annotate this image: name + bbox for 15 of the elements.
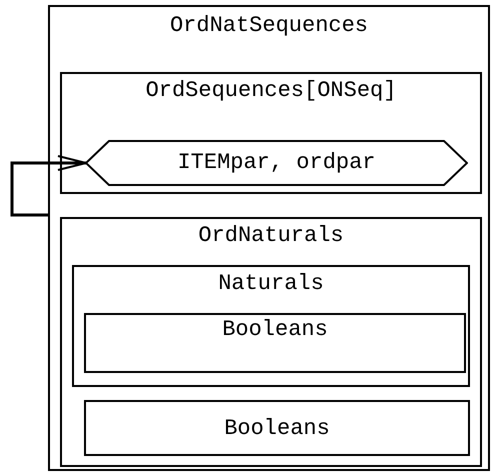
container-box [60,217,482,467]
node-label: OrdNaturals [198,223,344,249]
node-label: OrdNatSequences [170,13,368,39]
node-label: Booleans [224,416,330,442]
arrow [10,155,87,216]
node-label: Booleans [222,317,328,343]
container-box [48,5,490,471]
container-box [60,72,482,194]
container-box [72,265,470,387]
node-label: OrdSequences[ONSeq] [146,78,396,104]
container-box [84,400,470,456]
hexagon-node [85,140,468,186]
node-label: Naturals [218,271,324,297]
container-box [84,313,466,373]
node-label: ITEMpar, ordpar [177,150,376,176]
